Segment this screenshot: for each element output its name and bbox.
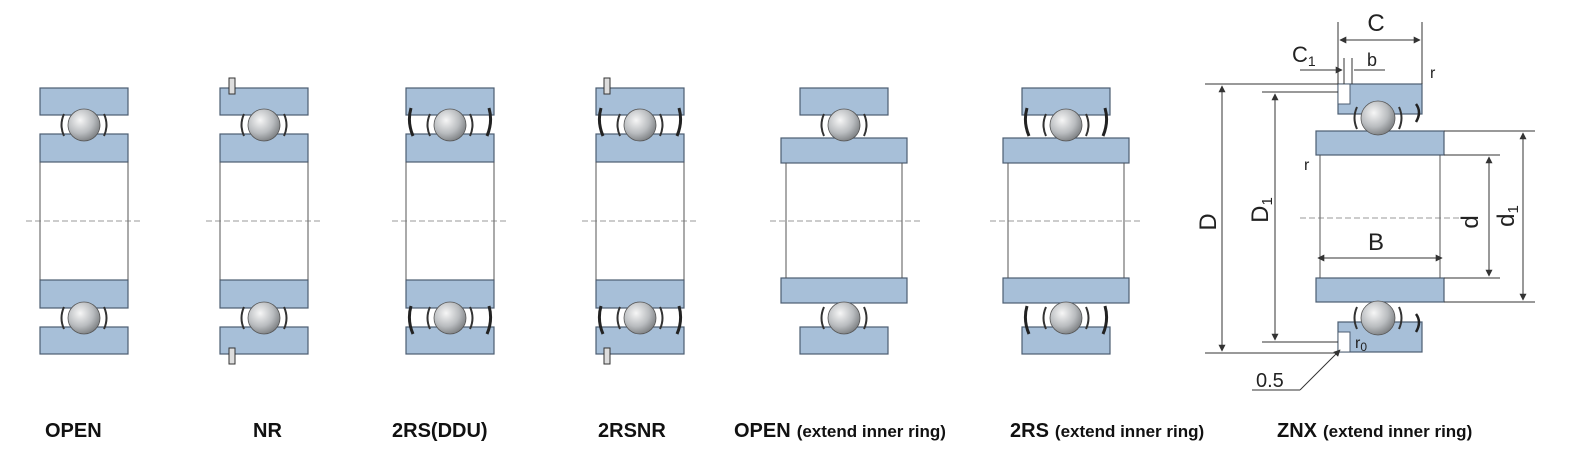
inner-ring-bottom: [1315, 277, 1445, 303]
rubber-seals: [597, 107, 683, 335]
snap-ring-top: [603, 77, 611, 95]
caption-type: ZNX: [1277, 420, 1317, 442]
snap-ring-top: [228, 77, 236, 95]
rubber-seals: [407, 107, 493, 335]
ball-bottom: [433, 301, 467, 335]
caption-type: OPEN: [734, 420, 791, 442]
ball-bottom: [247, 301, 281, 335]
ball-top: [827, 108, 861, 142]
caption-note: (extend inner ring): [1323, 422, 1473, 441]
ball-bottom: [623, 301, 657, 335]
inner-ring-bottom: [1002, 277, 1130, 304]
ball-bottom: [827, 301, 861, 335]
caption-type: 2RSNR: [598, 420, 666, 442]
caption-2rs-ddu: 2RS(DDU): [392, 420, 488, 443]
bearing-open: [26, 87, 142, 355]
ball-bottom: [67, 301, 101, 335]
bearing-2rsnr: [582, 77, 698, 365]
snap-groove-bottom: [1337, 331, 1351, 353]
ball-top: [433, 108, 467, 142]
label-C: C: [1367, 10, 1384, 37]
outer-ring-top: [1337, 83, 1423, 115]
label-d1: d1: [1493, 205, 1522, 227]
inner-ring-top: [780, 137, 908, 164]
label-r-inner: r: [1304, 157, 1310, 174]
ball-bottom: [1049, 301, 1083, 335]
ball-top: [67, 108, 101, 142]
snap-ring-bottom: [603, 347, 611, 365]
label-C1: C1: [1292, 42, 1316, 69]
outer-ring-bottom: [39, 326, 129, 355]
inner-ring-top: [1002, 137, 1130, 164]
ball-top: [1049, 108, 1083, 142]
bearing-open-extended: [770, 87, 920, 355]
bearing-nr: [206, 77, 322, 365]
bearing-znx-extended: D D1 d d1 B C C1 b r r r0 0.5: [1195, 10, 1535, 392]
dimension-lines: [1205, 22, 1535, 391]
caption-type: 2RS: [1010, 420, 1049, 442]
caption-znx-extended: ZNX (extend inner ring): [1277, 420, 1472, 443]
snap-ring-bottom: [228, 347, 236, 365]
caption-nr: NR: [253, 420, 282, 443]
label-b: b: [1367, 50, 1377, 70]
caption-type: NR: [253, 420, 282, 442]
dimension-labels: D D1 d d1 B C C1 b r r r0 0.5: [1195, 10, 1522, 392]
label-D1: D1: [1247, 197, 1276, 223]
caption-open-extended: OPEN (extend inner ring): [734, 420, 946, 443]
label-d: d: [1457, 215, 1484, 228]
inner-ring-bottom: [780, 277, 908, 304]
shields: [1414, 103, 1421, 333]
snap-groove-top: [1337, 83, 1351, 105]
ball-bottom: [1360, 300, 1396, 336]
bearing-2rs-ddu: [392, 87, 508, 355]
caption-open: OPEN: [45, 420, 102, 443]
ball-top: [623, 108, 657, 142]
label-B: B: [1368, 229, 1384, 256]
label-D: D: [1195, 213, 1222, 230]
bearing-2rs-extended: [990, 87, 1140, 355]
label-r-outer: r: [1430, 65, 1436, 82]
label-r0: r0: [1355, 335, 1367, 354]
ball-top: [1360, 100, 1396, 136]
caption-note: (extend inner ring): [796, 422, 946, 441]
label-0-5: 0.5: [1256, 370, 1284, 392]
caption-type: OPEN: [45, 420, 102, 442]
rubber-seals: [1023, 107, 1109, 335]
caption-2rsnr: 2RSNR: [598, 420, 666, 443]
ball-top: [247, 108, 281, 142]
caption-type: 2RS(DDU): [392, 420, 488, 442]
caption-note: (extend inner ring): [1054, 422, 1205, 441]
caption-2rs-extended: 2RS (extend inner ring): [1010, 420, 1204, 443]
